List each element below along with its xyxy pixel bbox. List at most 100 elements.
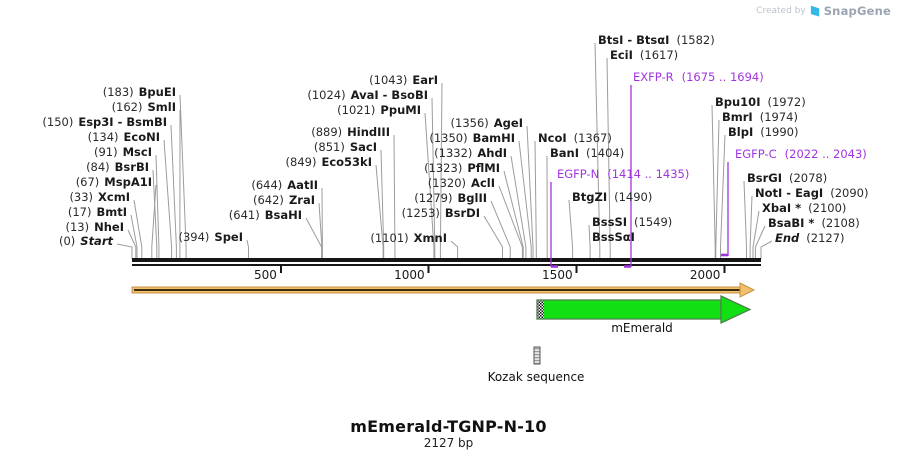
ruler-label-1500: 1500 bbox=[542, 268, 573, 282]
leader-bsabi bbox=[754, 225, 766, 259]
leader-bpu10i bbox=[711, 104, 716, 259]
site-label-bamhi: (1350)BamHI bbox=[429, 131, 515, 145]
kozak-feature-label: Kozak sequence bbox=[487, 370, 585, 384]
leader-bpuei bbox=[179, 94, 187, 259]
memerald-hatch-start bbox=[537, 300, 544, 319]
site-label-acli: (1320)AclI bbox=[428, 176, 495, 190]
primer-label-egfp-n: EGFP-N(1414 .. 1435) bbox=[557, 167, 689, 181]
leader-spei bbox=[246, 239, 249, 259]
sequence-line bbox=[132, 258, 761, 266]
ruler-label-1000: 1000 bbox=[394, 268, 425, 282]
memerald-arrowhead bbox=[720, 294, 752, 325]
leader-ecii bbox=[606, 57, 611, 259]
primer-label-egfp-c: EGFP-C(2022 .. 2043) bbox=[735, 147, 867, 161]
leader-bsahi bbox=[305, 217, 323, 259]
site-label-smli: (162)SmlI bbox=[112, 100, 176, 114]
backbone-arrow bbox=[131, 282, 756, 298]
leader-bglii bbox=[490, 200, 511, 259]
ruler-tick-500 bbox=[279, 265, 282, 273]
leader-eco53ki bbox=[375, 164, 384, 259]
ruler-tick-1000 bbox=[427, 265, 430, 273]
site-label-bsabi: BsaBI *(2108) bbox=[768, 216, 860, 230]
leader-bamhi bbox=[518, 140, 532, 259]
leader-btgzi bbox=[568, 199, 574, 259]
sequence-length: 2127 bp bbox=[423, 436, 474, 450]
site-label-agei: (1356)AgeI bbox=[451, 116, 523, 130]
leader-esp3i-bsmbi bbox=[170, 124, 177, 259]
site-label-eari: (1043)EarI bbox=[369, 73, 438, 87]
site-label-ahdi: (1332)AhdI bbox=[434, 146, 507, 160]
leader-mspa1i bbox=[151, 184, 157, 259]
leader-bsrbi bbox=[152, 169, 158, 259]
site-label-msci: (91)MscI bbox=[94, 145, 152, 159]
snapgene-logo-icon bbox=[810, 5, 819, 17]
site-label-zrai: (642)ZraI bbox=[253, 193, 315, 207]
site-label-econi: (134)EcoNI bbox=[88, 130, 160, 144]
site-label-bmti: (17)BmtI bbox=[68, 205, 127, 219]
primer-label-exfp-r: EXFP-R(1675 .. 1694) bbox=[633, 70, 764, 84]
site-label-bsrgi: BsrGI(2078) bbox=[747, 171, 827, 185]
site-label-bpu10i: Bpu10I(1972) bbox=[715, 95, 806, 109]
leader-ahdi bbox=[510, 155, 527, 259]
site-label-bsss-i: BssSαI bbox=[592, 230, 635, 244]
leader-blpi bbox=[720, 134, 726, 259]
primers: EGFP-N(1414 .. 1435) EXFP-R(1675 .. 1694)… bbox=[550, 70, 867, 268]
snapgene-credit: Created by SnapGene bbox=[756, 4, 891, 18]
leader-bsrgi bbox=[743, 180, 747, 259]
site-label-bsahi: (641)BsaHI bbox=[229, 208, 302, 222]
memerald-arrow bbox=[536, 294, 752, 325]
leader-start bbox=[116, 243, 133, 259]
site-label-pflmi: (1323)PflMI bbox=[424, 161, 500, 175]
site-label-ncoi: NcoI(1367) bbox=[538, 131, 612, 145]
leader-bmri bbox=[715, 119, 720, 259]
leader-nhei bbox=[127, 229, 137, 259]
leader-ppumi bbox=[424, 112, 435, 259]
memerald-feature-label: mEmerald bbox=[611, 321, 673, 335]
leader-bsssi bbox=[588, 224, 591, 259]
site-label-bsssi: BssSI(1549) bbox=[592, 215, 672, 229]
site-label-bmri: BmrI(1974) bbox=[722, 110, 798, 124]
leader-end bbox=[760, 240, 773, 259]
site-label-bsrdi: (1253)BsrDI bbox=[402, 206, 480, 220]
leader-saci bbox=[380, 149, 385, 259]
leader-xcmi bbox=[133, 199, 143, 259]
leader-avai-bsobi bbox=[431, 97, 436, 259]
leader-econi bbox=[163, 139, 173, 259]
backbone-arrowhead bbox=[739, 282, 756, 298]
site-label-end: End(2127) bbox=[775, 231, 845, 245]
leader-bsrdi bbox=[483, 215, 503, 259]
site-label-bglii: (1279)BglII bbox=[414, 191, 487, 205]
leader-xmni bbox=[450, 240, 459, 259]
site-label-noti-eagi: NotI - EagI(2090) bbox=[755, 186, 868, 200]
credit-brand: SnapGene bbox=[823, 4, 891, 18]
site-label-start: (0)Start bbox=[59, 234, 114, 248]
site-label-hindiii: (889)HindIII bbox=[311, 125, 390, 139]
site-label-btsi-bts-i: BtsI - BtsαI(1582) bbox=[598, 33, 715, 47]
site-label-xbai: XbaI *(2100) bbox=[762, 201, 846, 215]
site-label-saci: (851)SacI bbox=[314, 140, 377, 154]
site-label-aatii: (644)AatII bbox=[251, 178, 318, 192]
site-label-blpi: BlpI(1990) bbox=[728, 125, 798, 139]
ruler-label-500: 500 bbox=[254, 268, 277, 282]
site-label-btgzi: BtgZI(1490) bbox=[572, 190, 652, 204]
restriction-site-labels: (183)BpuEI(162)SmlI(150)Esp3I - BsmBI(13… bbox=[42, 33, 868, 248]
site-label-avai-bsobi: (1024)AvaI - BsoBI bbox=[307, 88, 428, 102]
site-label-mspa1i: (67)MspA1I bbox=[76, 175, 152, 189]
page-title: mEmerald-TGNP-N-10 bbox=[350, 417, 547, 436]
site-label-ppumi: (1021)PpuMI bbox=[337, 103, 421, 117]
site-label-eco53ki: (849)Eco53kI bbox=[286, 155, 372, 169]
leader-agei bbox=[526, 125, 534, 259]
leader-ncoi bbox=[534, 140, 537, 259]
ruler-tick-1500 bbox=[575, 265, 578, 273]
site-label-xcmi: (33)XcmI bbox=[69, 190, 130, 204]
site-label-bpuei: (183)BpuEI bbox=[103, 85, 176, 99]
leader-hindiii bbox=[393, 134, 396, 259]
site-label-ecii: EciI(1617) bbox=[610, 48, 678, 62]
ruler-label-2000: 2000 bbox=[690, 268, 721, 282]
leader-lines bbox=[116, 42, 773, 259]
credit-prefix: Created by bbox=[756, 6, 806, 16]
ruler-tick-2000 bbox=[723, 265, 726, 273]
leader-eari bbox=[439, 82, 443, 259]
